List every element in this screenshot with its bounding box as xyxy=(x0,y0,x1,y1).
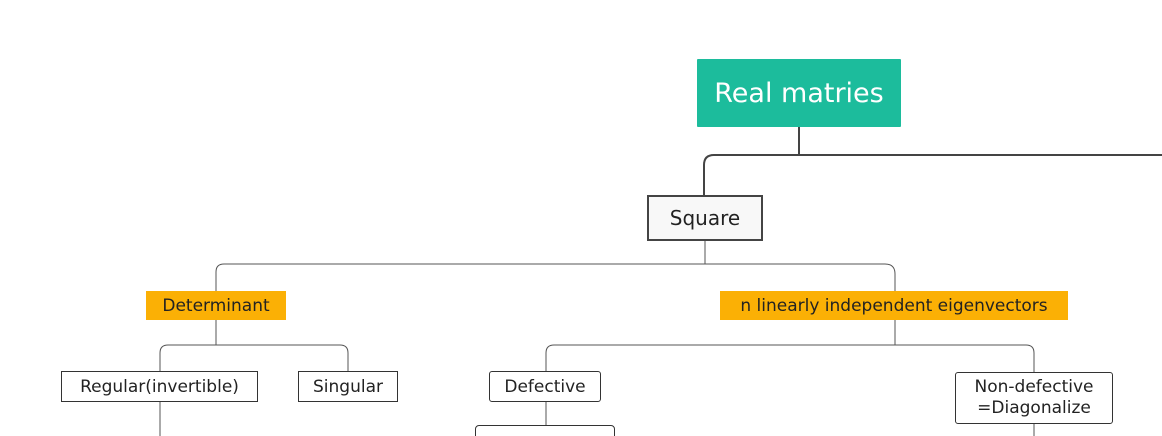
determinant-label-node[interactable]: Determinant xyxy=(146,291,286,320)
eigenvectors-label-text: n linearly independent eigenvectors xyxy=(740,295,1048,316)
singular-node-label: Singular xyxy=(313,376,383,397)
singular-node[interactable]: Singular xyxy=(298,371,398,402)
connector-square-branch xyxy=(215,263,896,291)
connector-determinant-branch xyxy=(159,344,349,371)
connector-eigen-branch xyxy=(545,344,1035,372)
non-defective-line-2: =Diagonalize xyxy=(977,398,1091,418)
regular-node-label: Regular(invertible) xyxy=(80,376,239,397)
defective-node-label: Defective xyxy=(504,376,586,397)
square-node[interactable]: Square xyxy=(647,195,763,241)
square-node-label: Square xyxy=(669,206,741,230)
determinant-label-text: Determinant xyxy=(162,295,270,316)
non-defective-node[interactable]: Non-defective =Diagonalize xyxy=(955,372,1113,424)
root-node[interactable]: Real matries xyxy=(697,59,901,127)
regular-node[interactable]: Regular(invertible) xyxy=(61,371,258,402)
defective-node[interactable]: Defective xyxy=(489,371,601,402)
defective-child-node[interactable] xyxy=(475,425,615,436)
eigenvectors-label-node[interactable]: n linearly independent eigenvectors xyxy=(720,291,1068,320)
non-defective-line-1: Non-defective xyxy=(974,377,1094,397)
root-node-label: Real matries xyxy=(714,77,884,109)
connector-root-branch xyxy=(703,154,1162,195)
